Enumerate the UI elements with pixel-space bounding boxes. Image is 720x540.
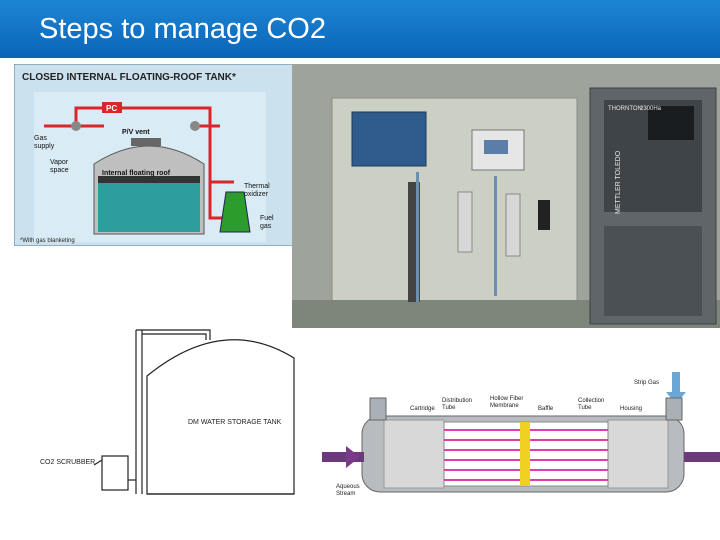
housing-label: Housing (620, 406, 642, 412)
cartridge-left (383, 419, 445, 489)
collection-tube-label-2: Tube (578, 405, 592, 411)
pv-vent-icon (131, 138, 161, 146)
tank-footnote: *With gas blanketing (20, 238, 75, 244)
hollow-fiber-label-2: Membrane (490, 403, 519, 409)
floating-roof (98, 176, 200, 183)
fuel-gas-label-1: Fuel (260, 215, 274, 222)
floating-roof-label: Internal floating roof (102, 170, 171, 177)
display-screen-icon (484, 140, 508, 154)
slide-title: Steps to manage CO2 (39, 13, 326, 45)
thermal-oxidizer-icon (219, 191, 251, 233)
title-bar: Steps to manage CO2 (0, 0, 720, 58)
fuel-gas-label-2: gas (260, 223, 272, 230)
inlet-port-top (369, 397, 387, 421)
instrument-screen (648, 106, 694, 140)
strip-gas-arrow-icon (672, 372, 680, 394)
strip-gas-label: Strip Gas (634, 380, 659, 386)
instrument-model-number: 2300Ha (640, 106, 662, 112)
aqueous-arrow-icon (346, 446, 360, 468)
floating-roof-tank-diagram: CLOSED INTERNAL FLOATING-ROOF TANK* PC G… (14, 64, 294, 246)
baffle-label: Baffle (538, 406, 554, 412)
gas-valve-icon (71, 121, 81, 131)
tank-diagram-heading: CLOSED INTERNAL FLOATING-ROOF TANK* (22, 72, 236, 83)
co2-scrubber-icon (101, 455, 129, 491)
storage-tank-outline (146, 339, 295, 495)
gas-supply-label-1: Gas (34, 135, 47, 142)
tank-liquid (98, 183, 200, 232)
oxidizer-label-1: Thermal (244, 183, 270, 190)
vapor-space-label-2: space (50, 167, 69, 174)
analyzer-box-icon (351, 111, 427, 167)
gas-piping (44, 106, 236, 220)
gas-supply-label-2: supply (34, 143, 55, 150)
storage-tank-label: DM WATER STORAGE TANK (188, 419, 282, 426)
membrane-contactor-diagram: Strip Gas Cartridge Distribution Tube Ho… (322, 372, 720, 497)
scrubber-label: CO2 SCRUBBER (40, 459, 95, 466)
outlet-port-top (665, 397, 683, 421)
aqueous-stream-label-1: Aqueous (336, 484, 360, 490)
analyzer-panel-photo: THORNTON 2300Ha METTLER TOLEDO (292, 64, 720, 328)
instrument-brand: METTLER TOLEDO (615, 150, 622, 214)
cartridge-right (607, 419, 669, 489)
aqueous-outlet-pipe (684, 452, 720, 462)
pv-vent-label: P/V vent (122, 129, 150, 136)
aqueous-stream-label-2: Stream (336, 491, 355, 497)
baffle (520, 422, 530, 486)
hollow-fiber-label-1: Hollow Fiber (490, 396, 523, 402)
distribution-tube-label-2: Tube (442, 405, 456, 411)
pc-box (102, 102, 122, 113)
pc-label: PC (106, 104, 117, 113)
collection-tube-label-1: Collection (578, 398, 604, 404)
storage-tank-drawing: DM WATER STORAGE TANK CO2 SCRUBBER (40, 329, 295, 495)
cartridge-label: Cartridge (410, 406, 435, 412)
flow-cells (408, 172, 550, 302)
oxidizer-label-2: oxidizer (244, 191, 269, 198)
distribution-tube-label-1: Distribution (442, 398, 472, 404)
aqueous-inlet-pipe (322, 452, 364, 462)
instrument-model: THORNTON (608, 106, 642, 112)
outlet-valve-icon (190, 121, 200, 131)
vapor-space-label-1: Vapor (50, 159, 69, 166)
